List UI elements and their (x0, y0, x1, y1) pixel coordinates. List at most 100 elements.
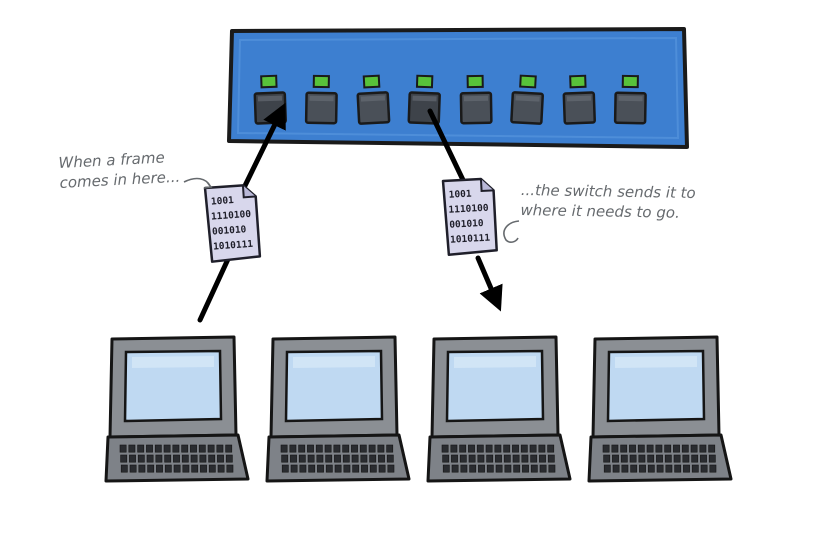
frame-bits-line: 1110100 (448, 203, 489, 216)
frame-document-outgoing: 1001 1110100 001010 1010111 (441, 177, 498, 257)
keyboard-key (290, 464, 298, 473)
monitor-screen (606, 349, 706, 423)
keyboard-key (494, 444, 502, 453)
port-light-icon (260, 74, 278, 89)
switch-body (227, 27, 689, 149)
keyboard-keys (280, 444, 395, 473)
keyboard-key (208, 454, 216, 463)
keyboard-keys (119, 444, 234, 473)
keyboard-key (290, 454, 297, 463)
keyboard-key (521, 454, 529, 463)
keyboard-key (665, 464, 673, 473)
keyboard-key (155, 454, 163, 463)
keyboard-key (119, 444, 127, 453)
computer-icon (587, 335, 733, 483)
keyboard-key (656, 454, 663, 463)
keyboard-key (128, 444, 136, 453)
keyboard-key (378, 464, 386, 473)
keyboard-key (181, 444, 189, 453)
keyboard-key (459, 454, 467, 463)
keyboard-key (629, 454, 637, 463)
keyboard-key (639, 464, 646, 473)
monitor-screen (284, 349, 384, 423)
keyboard-key (208, 464, 216, 473)
keyboard-key (699, 444, 707, 453)
keyboard-key (442, 464, 450, 473)
monitor-screen (445, 349, 545, 423)
port-light-icon (466, 74, 484, 89)
keyboard-key (316, 454, 324, 463)
keyboard-key (360, 454, 368, 463)
keyboard-key (298, 454, 306, 463)
port-light-icon (519, 74, 537, 89)
port-light-icon (312, 74, 330, 89)
frame-bits-line: 001010 (449, 218, 484, 231)
keyboard-key (664, 444, 672, 453)
computer-icon (104, 335, 250, 483)
annotation-incoming: When a frame comes in here... (58, 146, 200, 193)
keyboard-key (503, 444, 511, 453)
keyboard-key (486, 464, 494, 473)
frame-bits-line: 1010111 (213, 239, 254, 253)
keyboard-key (154, 444, 162, 453)
keyboard-key (530, 454, 538, 463)
keyboard-key (217, 454, 224, 463)
keyboard-key (129, 454, 136, 463)
keyboard-key (682, 454, 690, 463)
keyboard-key (459, 444, 467, 453)
keyboard-key (504, 464, 512, 473)
keyboard-key (299, 464, 307, 473)
keyboard-key (200, 464, 207, 473)
document-icon (203, 184, 262, 263)
port-socket-shade (566, 95, 592, 102)
keyboard-key (450, 444, 458, 453)
frame-bits-line: 1001 (448, 189, 472, 201)
keyboard-key (181, 454, 189, 463)
keyboard-key (468, 444, 475, 453)
keyboard-key (156, 464, 163, 473)
keyboard-key (602, 444, 610, 453)
keyboard-key (529, 444, 537, 453)
switch-port (613, 74, 647, 125)
keyboard-key (503, 454, 511, 463)
switch-inner-highlight (236, 36, 680, 140)
switch-port (356, 74, 391, 125)
keyboard-key (334, 464, 342, 473)
keyboard-key (691, 454, 699, 463)
port-socket-shade (618, 95, 643, 102)
keyboard-key (324, 444, 332, 453)
keyboard-keys (441, 444, 556, 473)
keyboard-key (216, 444, 224, 453)
annotation-outgoing: ...the switch sends it to where it needs… (520, 180, 741, 224)
keyboard-key (621, 464, 629, 473)
outgoing-line-upper (427, 108, 466, 183)
keyboard-key (460, 464, 468, 473)
keyboard-key (681, 444, 689, 453)
keyboard-key (120, 464, 128, 473)
outgoing-arrow (475, 255, 503, 312)
keyboard-key (387, 464, 395, 473)
frame-document-incoming: 1001 1110100 001010 1010111 (203, 184, 262, 263)
keyboard-key (691, 464, 699, 473)
keyboard-key (603, 454, 611, 463)
keyboard-key (289, 444, 297, 453)
keyboard-key (708, 454, 716, 463)
keyboard-key (325, 454, 333, 463)
keyboard-key (485, 444, 493, 453)
switch-port (459, 74, 493, 125)
annotation-pointer-outgoing (503, 220, 520, 243)
keyboard-key (207, 444, 215, 453)
keyboard-key (225, 444, 233, 453)
keyboard-key (190, 454, 198, 463)
keyboard-key (386, 454, 394, 463)
document-fold (479, 178, 494, 193)
document-fold (241, 185, 256, 199)
keyboard-key (539, 464, 547, 473)
keyboard-key (352, 464, 360, 473)
keyboard-key (655, 444, 663, 453)
keyboard-key (495, 464, 503, 473)
keyboard-key (478, 464, 485, 473)
keyboard-key (547, 454, 555, 463)
computer-icon (265, 335, 411, 483)
